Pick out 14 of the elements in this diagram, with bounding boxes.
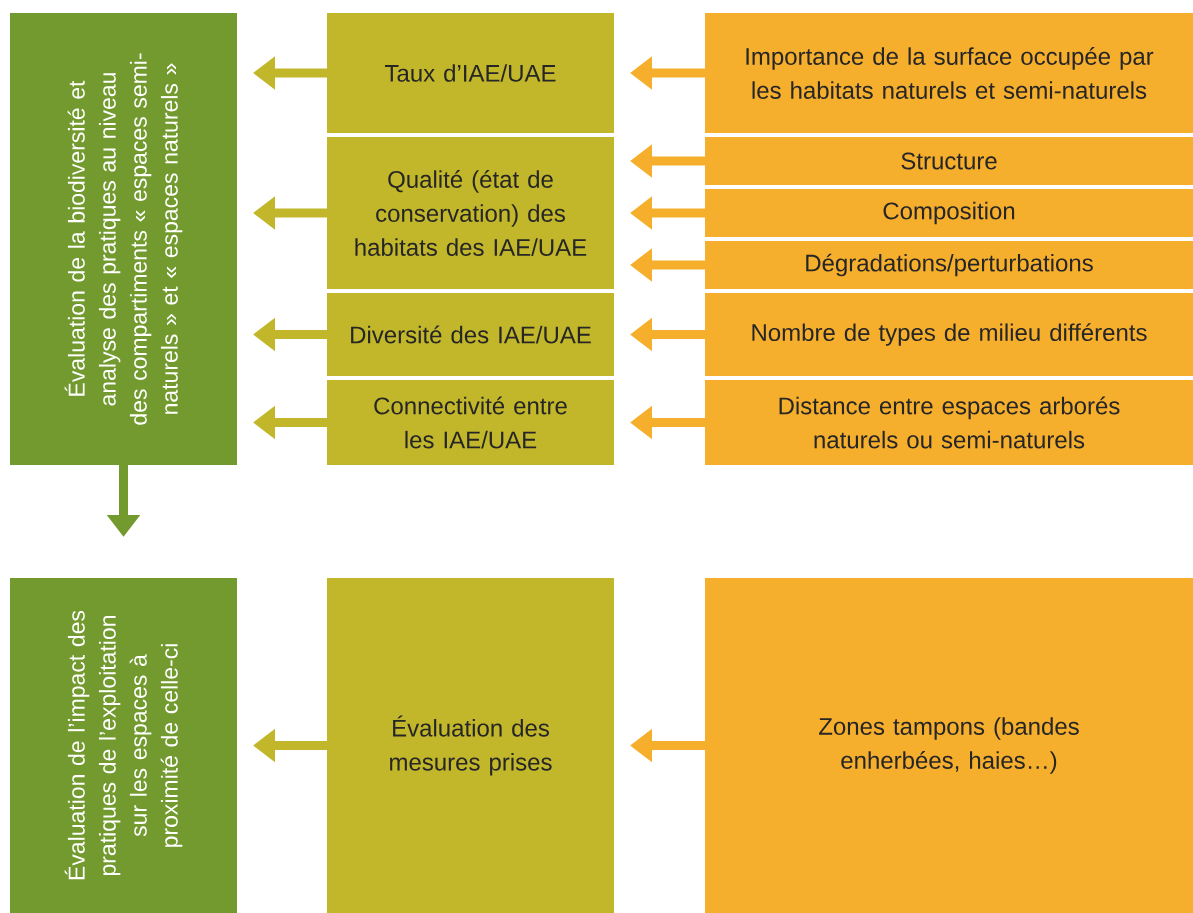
criterion-box: Structure (705, 137, 1193, 185)
indicator-box: Connectivité entre les IAE/UAE (327, 380, 614, 465)
title-box: Évaluation de la biodiversité et analyse des pratiques au niveau des compartiments « espaces semi-naturels » et « espaces naturels » (10, 13, 237, 465)
indicator-box: Taux d’IAE/UAE (327, 13, 614, 133)
indicator-box: Diversité des IAE/UAE (327, 293, 614, 376)
criterion-box: Importance de la surface occupée par les habitats naturels et semi-naturels (705, 13, 1193, 133)
criterion-box: Zones tampons (bandes enherbées, haies…) (705, 578, 1193, 913)
criterion-box: Distance entre espaces arborés naturels ou semi-naturels (705, 380, 1193, 465)
indicator-box: Évaluation des mesures prises (327, 578, 614, 913)
criterion-box: Composition (705, 189, 1193, 237)
title-box: Évaluation de l’impact des pratiques de l’exploitation sur les espaces à proximité de celle-ci (10, 578, 237, 913)
criterion-box: Nombre de types de milieu différents (705, 293, 1193, 376)
indicator-box: Qualité (état de conservation) des habitats des IAE/UAE (327, 137, 614, 289)
criterion-box: Dégradations/perturbations (705, 241, 1193, 289)
